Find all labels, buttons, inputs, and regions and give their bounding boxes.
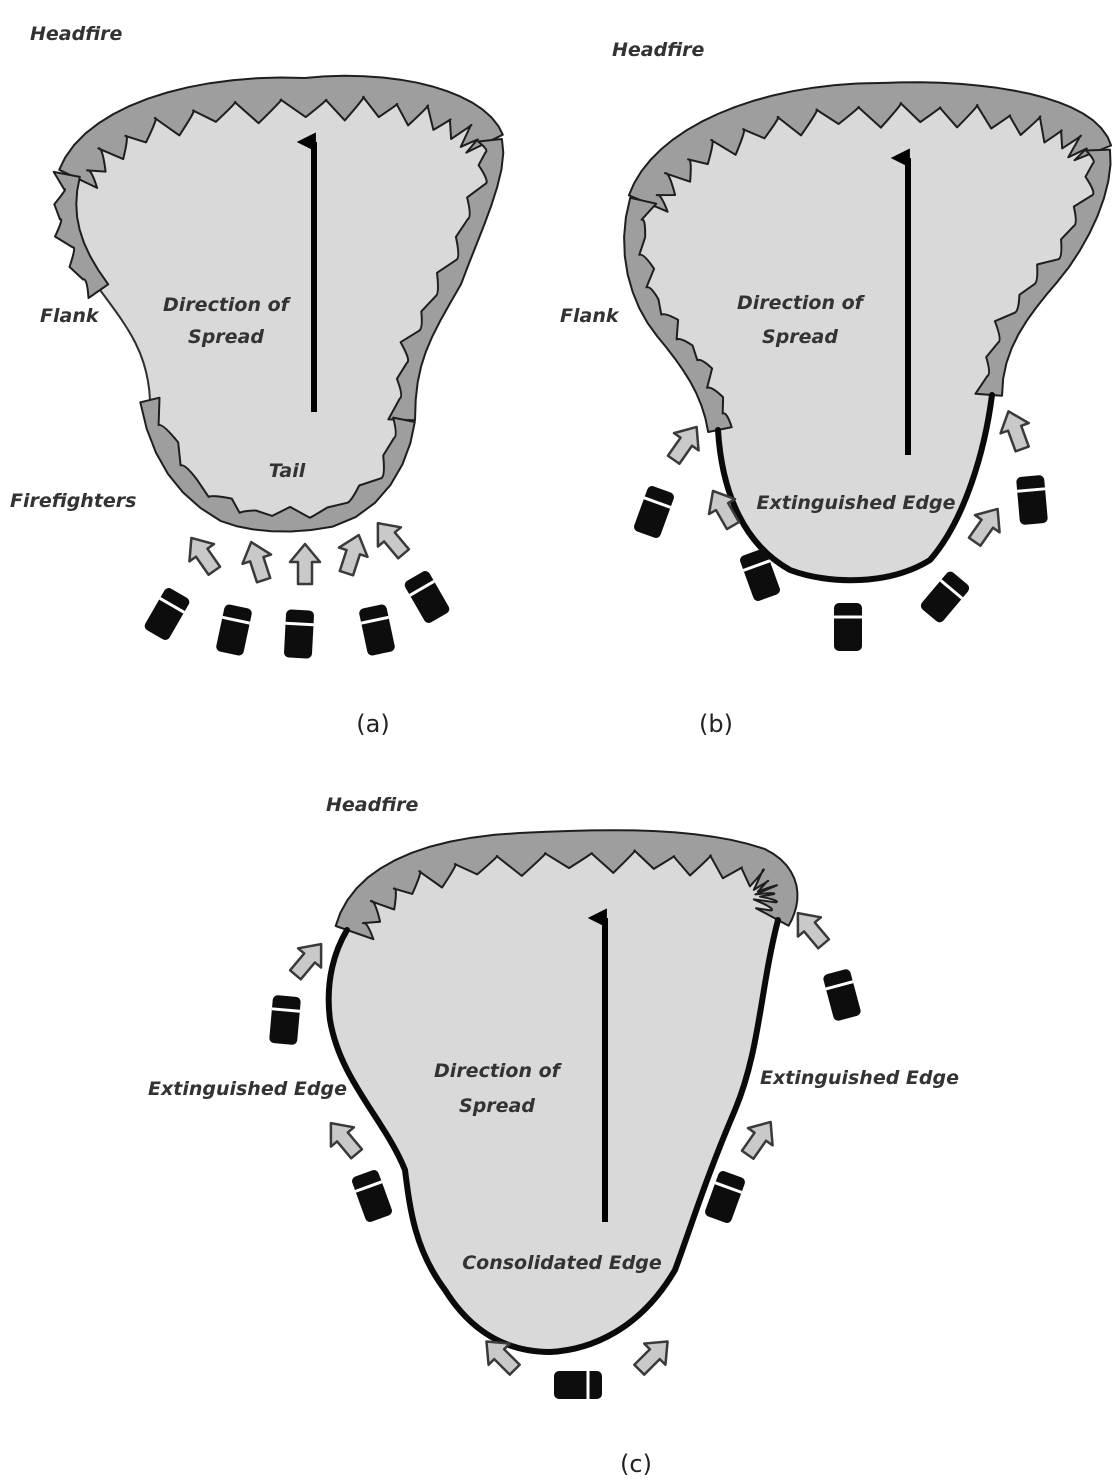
extinguished-label-b: Extinguished Edge (757, 492, 956, 514)
burned-area-c (329, 842, 786, 1352)
direction-label-c-line2: Spread (459, 1095, 535, 1117)
direction-label-a-line2: Spread (188, 326, 264, 348)
tail-label-a: Tail (269, 460, 306, 482)
headfire-label-b: Headfire (612, 39, 705, 61)
firefighter-icon (822, 968, 861, 1022)
extinguished-label-c-left: Extinguished Edge (148, 1078, 347, 1100)
direction-label-a-line1: Direction of (163, 294, 292, 316)
firefighter-icon (1016, 475, 1048, 525)
panel-b: Headfire Flank Direction of Spread Extin… (560, 39, 1111, 738)
attack-arrow (962, 500, 1010, 550)
firefighter-icon (284, 609, 314, 658)
headfire-label-c: Headfire (326, 794, 419, 816)
attack-arrow (290, 544, 320, 584)
direction-label-c-line1: Direction of (434, 1060, 563, 1082)
attack-arrow (319, 1114, 368, 1164)
attack-arrow (735, 1113, 783, 1163)
direction-label-b-line2: Spread (762, 326, 838, 348)
attack-arrow (994, 406, 1036, 454)
firefighter-icon (403, 569, 451, 625)
firefighter-icon (358, 604, 395, 657)
firefighter-icon (554, 1371, 602, 1399)
firefighter-icon (351, 1169, 394, 1224)
panel-a: Headfire Flank Direction of Spread Tail … (10, 23, 503, 738)
flank-label-b: Flank (560, 305, 620, 327)
attack-arrow (332, 530, 373, 577)
extinguished-label-c-right: Extinguished Edge (760, 1067, 959, 1089)
headfire-label-a: Headfire (30, 23, 123, 45)
attack-arrow (179, 529, 227, 579)
firefighters-label-a: Firefighters (10, 490, 136, 512)
attack-arrow (237, 537, 278, 584)
flank-label-a: Flank (40, 305, 100, 327)
attack-arrow (366, 514, 415, 564)
consolidated-label-c: Consolidated Edge (462, 1252, 662, 1274)
firefighter-icon (919, 570, 971, 625)
caption-b: (b) (699, 710, 733, 738)
firefighter-icon (834, 603, 862, 651)
firefighter-icon (215, 604, 252, 657)
attack-arrow (629, 1331, 678, 1380)
direction-label-b-line1: Direction of (737, 292, 866, 314)
panel-c: Headfire Direction of Spread Extinguishe… (148, 794, 959, 1478)
caption-a: (a) (356, 710, 389, 738)
attack-arrow (284, 935, 333, 985)
firefighter-icon (143, 586, 191, 642)
firefighter-icon (633, 485, 676, 540)
firefighter-icon (269, 995, 301, 1045)
caption-c: (c) (620, 1450, 652, 1478)
attack-arrow (661, 418, 709, 468)
